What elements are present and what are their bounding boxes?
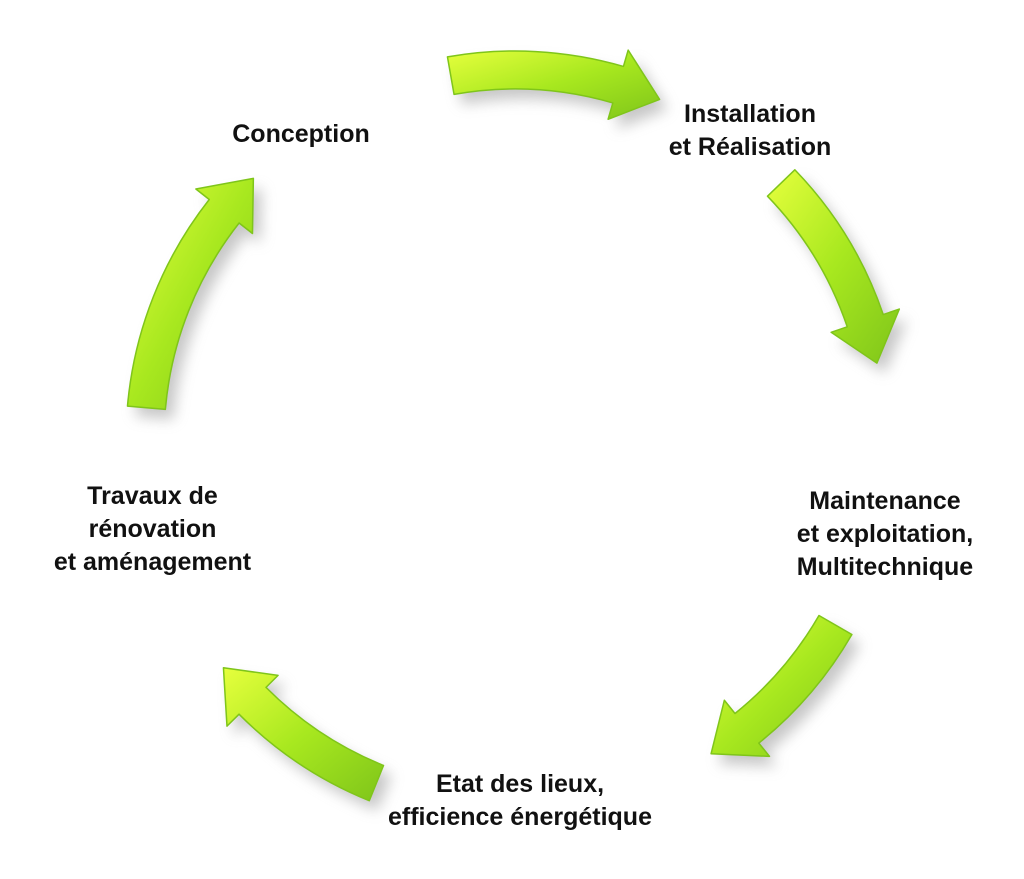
stage-label-line: et Réalisation bbox=[668, 133, 832, 161]
stage-label-line: efficience énergétique bbox=[388, 803, 652, 831]
arrow-body bbox=[710, 614, 853, 758]
cycle-arrow-conception-to-installation bbox=[446, 49, 668, 130]
stage-label-line: et exploitation, bbox=[796, 520, 974, 548]
stage-label-installation: Installation et Réalisation bbox=[630, 98, 870, 164]
cycle-arrow-etat-to-travaux bbox=[222, 667, 392, 811]
stage-label-maintenance: Maintenance et exploitation, Multitechni… bbox=[760, 485, 1010, 584]
cycle-arrow-installation-to-maintenance bbox=[766, 169, 908, 374]
cycle-arrow-maintenance-to-etat bbox=[710, 614, 860, 767]
stage-label-line: Travaux de bbox=[87, 482, 218, 510]
stage-label-conception: Conception bbox=[196, 118, 406, 151]
arrow-layer bbox=[126, 49, 908, 811]
stage-label-line: rénovation bbox=[88, 515, 217, 543]
cycle-arrow-travaux-to-conception bbox=[126, 177, 262, 420]
arrow-body bbox=[222, 667, 385, 802]
arrow-body bbox=[446, 49, 661, 120]
stage-label-line: Conception bbox=[232, 120, 370, 148]
stage-label-line: et aménagement bbox=[53, 548, 252, 576]
stage-label-line: Installation bbox=[684, 100, 816, 128]
arrow-body bbox=[126, 177, 255, 411]
stage-label-line: Etat des lieux, bbox=[435, 770, 605, 798]
arrow-body bbox=[766, 169, 901, 364]
stage-label-line: Multitechnique bbox=[796, 553, 974, 581]
stage-label-travaux: Travaux de rénovation et aménagement bbox=[25, 480, 280, 579]
stage-label-etat: Etat des lieux, efficience énergétique bbox=[360, 768, 680, 834]
stage-label-line: Maintenance bbox=[809, 487, 961, 515]
